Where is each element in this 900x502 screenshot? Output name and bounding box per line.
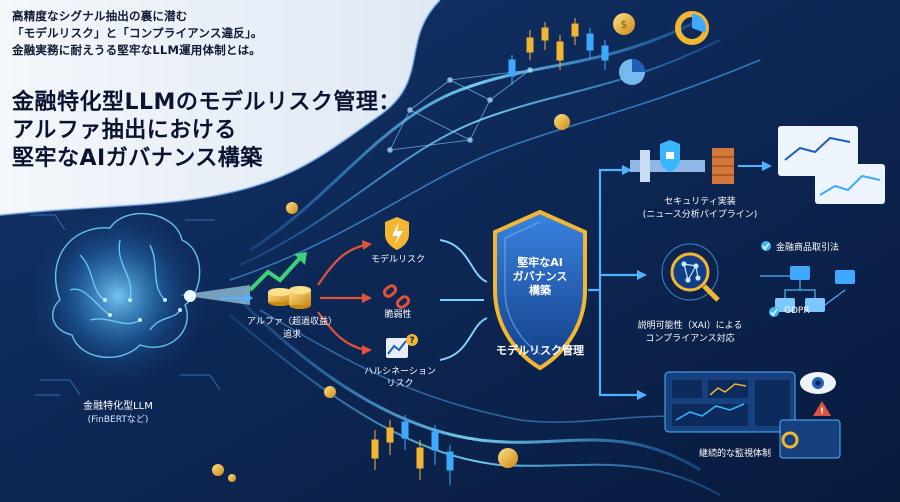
xai-label: 説明可能性（XAI）による [637,321,743,331]
title-line-2: アルファ抽出における [12,118,237,143]
shield-line-3: 構築 [529,284,551,297]
svg-text:!: ! [820,407,824,417]
shield-line-1: 堅牢なAI [517,256,563,269]
regulation-item-1: 金融商品取引法 [776,243,840,253]
monitoring-label: 継続的な監視体制 [698,449,772,459]
title-line-1: 金融特化型LLMのモデルリスク管理： [12,90,401,115]
security-sublabel: (ニュース分析パイプライン) [642,210,758,220]
regulation-item-2: GDPR [784,306,810,316]
alpha-sublabel: 追求 [282,330,302,340]
intro-line-1: 高精度なシグナル抽出の裏に潜む [12,9,188,23]
brain-label: 金融特化型LLM [83,401,153,412]
risk-hallucination-label: ハルシネーション [364,367,436,377]
svg-text:$: $ [621,18,628,31]
intro-line-2: 「モデルリスク」と「コンプライアンス違反」。 [12,26,263,40]
brain-sublabel: (FinBERTなど) [87,415,149,425]
xai-sublabel: コンプライアンス対応 [645,334,735,344]
security-label: セキュリティ実装 [664,197,736,207]
shield-line-2: ガバナンス [512,270,568,283]
risk-model-label: モデルリスク [370,255,426,265]
title-line-3: 堅牢なAIガバナンス構築 [12,146,263,171]
risk-hallucination-sublabel: リスク [386,379,414,389]
alpha-label: アルファ（超過収益） [247,317,337,327]
intro-line-3: 金融実務に耐えうる堅牢なLLM運用体制とは。 [12,43,261,57]
risk-vulnerability-label: 脆弱性 [384,310,412,320]
svg-text:?: ? [409,336,414,346]
governance-caption: モデルリスク管理 [496,344,584,357]
